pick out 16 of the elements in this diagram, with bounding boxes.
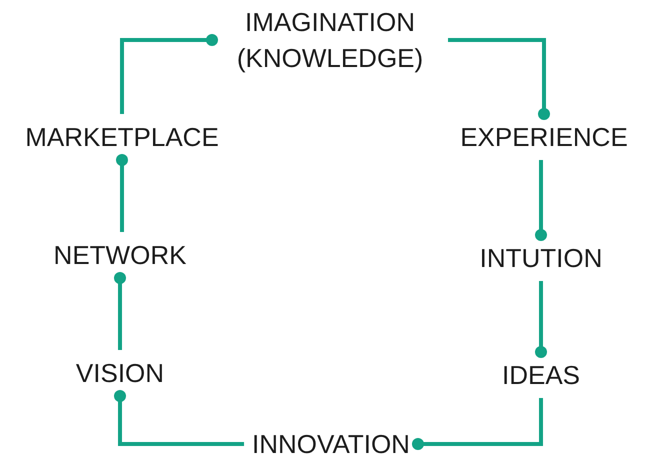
connector-line <box>535 281 547 358</box>
node-label: NETWORK <box>54 237 186 273</box>
node-label: IMAGINATION (KNOWLEDGE) <box>220 4 440 76</box>
node-label: VISION <box>76 355 164 391</box>
connector-line <box>114 272 126 350</box>
node-label: INTUTION <box>480 240 602 276</box>
connector-line <box>535 160 547 241</box>
node-label: INNOVATION <box>252 426 410 461</box>
connector-line <box>448 38 550 120</box>
node-label: MARKETPLACE <box>25 119 219 155</box>
connector-line <box>120 34 218 114</box>
node-label: IDEAS <box>502 357 580 393</box>
connector-line <box>116 154 128 232</box>
node-label: EXPERIENCE <box>460 119 628 155</box>
connector-line <box>412 398 543 450</box>
connector-line <box>114 390 244 446</box>
